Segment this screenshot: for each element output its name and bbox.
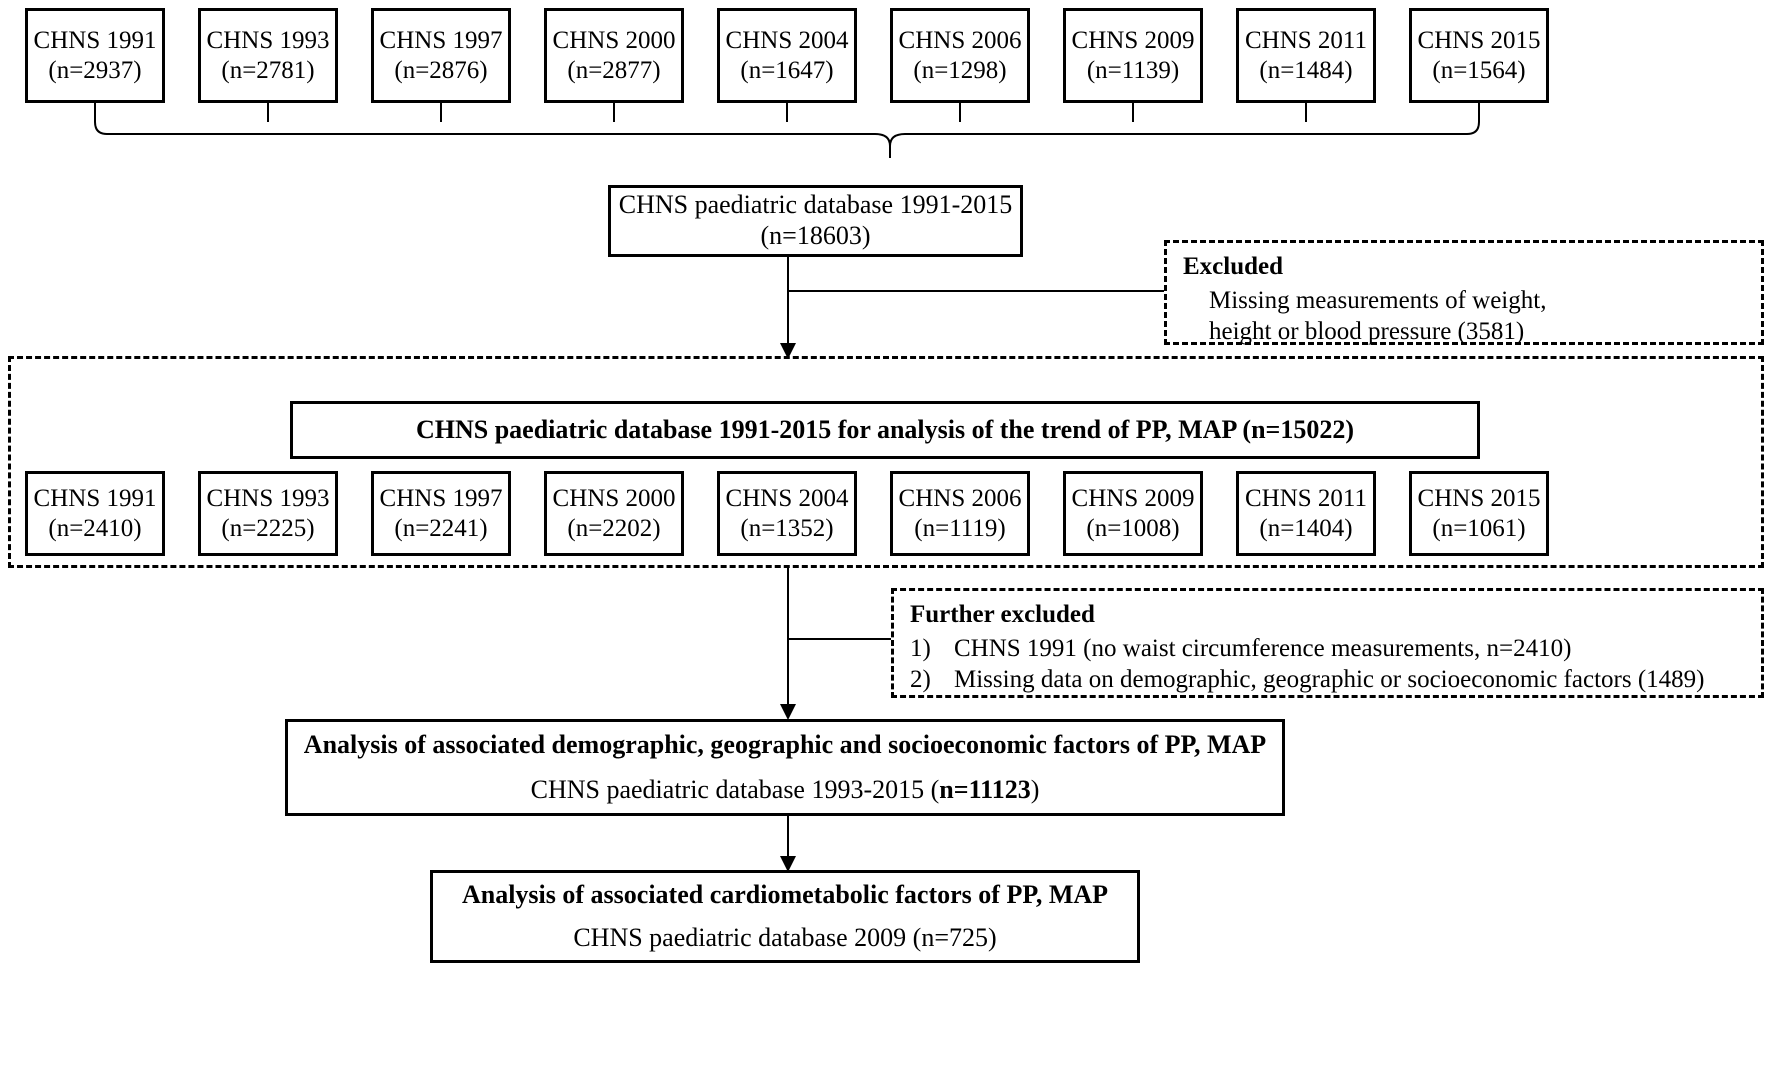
box-count: (n=2225) bbox=[221, 514, 315, 542]
top-row-box-1997: CHNS 1997 (n=2876) bbox=[371, 8, 511, 103]
box-count: (n=1119) bbox=[914, 514, 1006, 542]
pooled-line-2: (n=18603) bbox=[760, 221, 871, 250]
box-title: CHNS 2011 bbox=[1244, 485, 1367, 512]
box-title: CHNS 2000 bbox=[552, 485, 676, 512]
factors-analysis-box: Analysis of associated demographic, geog… bbox=[285, 719, 1285, 816]
trend-analysis-box: CHNS paediatric database 1991-2015 for a… bbox=[290, 401, 1480, 459]
item-1-marker: 1) bbox=[910, 634, 931, 662]
top-row-box-1991: CHNS 1991 (n=2937) bbox=[25, 8, 165, 103]
trend-row-box-1997: CHNS 1997 (n=2241) bbox=[371, 471, 511, 556]
pooled-database-box: CHNS paediatric database 1991-2015 (n=18… bbox=[608, 185, 1023, 257]
box-count: (n=1008) bbox=[1086, 514, 1180, 542]
factors-line-1: Analysis of associated demographic, geog… bbox=[303, 729, 1267, 759]
box-title: CHNS 2006 bbox=[898, 27, 1022, 54]
excluded-line-1: Missing measurements of weight, bbox=[1209, 286, 1547, 314]
connector-pooled-to-trend bbox=[787, 257, 789, 357]
box-count: (n=2410) bbox=[48, 514, 142, 542]
factors-line-2-prefix: CHNS paediatric database 1993-2015 ( bbox=[530, 774, 940, 804]
box-count: (n=2876) bbox=[394, 56, 488, 84]
trend-row-box-2015: CHNS 2015 (n=1061) bbox=[1409, 471, 1549, 556]
trend-analysis-text: CHNS paediatric database 1991-2015 for a… bbox=[415, 414, 1355, 444]
box-title: CHNS 1991 bbox=[33, 27, 157, 54]
further-excluded-item-1: 1) CHNS 1991 (no waist circumference mea… bbox=[910, 633, 1747, 665]
connector-trend-to-further-excluded bbox=[787, 638, 894, 640]
factors-line-2: CHNS paediatric database 1993-2015 (n=11… bbox=[531, 775, 1040, 806]
box-title: CHNS 1993 bbox=[206, 485, 330, 512]
connector-factors-to-cardiometabolic bbox=[787, 816, 789, 868]
item-2-marker: 2) bbox=[910, 666, 931, 693]
cardiometabolic-line-2: CHNS paediatric database 2009 (n=725) bbox=[573, 922, 997, 952]
box-title: CHNS 2004 bbox=[725, 485, 849, 512]
trend-row-box-1993: CHNS 1993 (n=2225) bbox=[198, 471, 338, 556]
top-row-merge-bracket bbox=[94, 103, 1480, 158]
item-1-text: CHNS 1991 (no waist circumference measur… bbox=[954, 634, 1572, 662]
arrow-pooled-to-trend bbox=[780, 343, 796, 359]
further-excluded-item-2: 2) Missing data on demographic, geograph… bbox=[910, 664, 1747, 696]
top-row-box-2004: CHNS 2004 (n=1647) bbox=[717, 8, 857, 103]
box-count: (n=2202) bbox=[567, 514, 661, 542]
trend-row-box-1991: CHNS 1991 (n=2410) bbox=[25, 471, 165, 556]
box-count: (n=1564) bbox=[1432, 56, 1526, 84]
box-count: (n=1139) bbox=[1086, 56, 1180, 84]
box-title: CHNS 2015 bbox=[1417, 27, 1541, 54]
box-title: CHNS 2009 bbox=[1071, 485, 1195, 512]
item-2-text: Missing data on demographic, geographic … bbox=[954, 666, 1705, 693]
arrow-trend-to-factors bbox=[780, 704, 796, 720]
top-row-box-2000: CHNS 2000 (n=2877) bbox=[544, 8, 684, 103]
trend-row-box-2011: CHNS 2011 (n=1404) bbox=[1236, 471, 1376, 556]
box-count: (n=2781) bbox=[221, 56, 315, 84]
box-title: CHNS 2011 bbox=[1244, 27, 1367, 54]
further-excluded-note-box: Further excluded 1) CHNS 1991 (no waist … bbox=[891, 588, 1764, 698]
box-count: (n=1484) bbox=[1259, 56, 1353, 84]
trend-row-box-2000: CHNS 2000 (n=2202) bbox=[544, 471, 684, 556]
cardiometabolic-analysis-box: Analysis of associated cardiometabolic f… bbox=[430, 870, 1140, 963]
further-excluded-title: Further excluded bbox=[910, 601, 1095, 628]
factors-line-2-suffix: ) bbox=[1030, 774, 1040, 804]
excluded-line-2: height or blood pressure (3581) bbox=[1209, 318, 1525, 345]
arrow-factors-to-cardiometabolic bbox=[780, 856, 796, 872]
box-count: (n=2877) bbox=[567, 56, 661, 84]
pooled-line-1: CHNS paediatric database 1991-2015 bbox=[618, 190, 1013, 220]
box-title: CHNS 1997 bbox=[379, 27, 503, 54]
box-title: CHNS 2006 bbox=[898, 485, 1022, 512]
box-count: (n=1647) bbox=[740, 56, 834, 84]
box-count: (n=1298) bbox=[913, 56, 1007, 84]
top-row-box-2006: CHNS 2006 (n=1298) bbox=[890, 8, 1030, 103]
trend-analysis-region bbox=[8, 356, 1764, 568]
excluded-note-box: Excluded Missing measurements of weight,… bbox=[1164, 240, 1764, 345]
box-count: (n=1061) bbox=[1432, 514, 1526, 542]
connector-trend-to-factors bbox=[787, 568, 789, 718]
box-title: CHNS 1997 bbox=[379, 485, 503, 512]
box-title: CHNS 2004 bbox=[725, 27, 849, 54]
top-row-box-2011: CHNS 2011 (n=1484) bbox=[1236, 8, 1376, 103]
box-count: (n=1404) bbox=[1259, 514, 1353, 542]
box-count: (n=2241) bbox=[394, 514, 488, 542]
trend-row-box-2009: CHNS 2009 (n=1008) bbox=[1063, 471, 1203, 556]
factors-line-2-bold: n=11123 bbox=[939, 774, 1031, 804]
top-row-box-2015: CHNS 2015 (n=1564) bbox=[1409, 8, 1549, 103]
box-count: (n=1352) bbox=[740, 514, 834, 542]
cardiometabolic-line-1: Analysis of associated cardiometabolic f… bbox=[461, 879, 1109, 909]
connector-pooled-to-excluded bbox=[787, 290, 1167, 292]
box-count: (n=2937) bbox=[48, 56, 142, 84]
top-row-box-1993: CHNS 1993 (n=2781) bbox=[198, 8, 338, 103]
box-title: CHNS 2000 bbox=[552, 27, 676, 54]
box-title: CHNS 1991 bbox=[33, 485, 157, 512]
box-title: CHNS 1993 bbox=[206, 27, 330, 54]
top-row-box-2009: CHNS 2009 (n=1139) bbox=[1063, 8, 1203, 103]
box-title: CHNS 2009 bbox=[1071, 27, 1195, 54]
trend-row-box-2006: CHNS 2006 (n=1119) bbox=[890, 471, 1030, 556]
trend-row-box-2004: CHNS 2004 (n=1352) bbox=[717, 471, 857, 556]
box-title: CHNS 2015 bbox=[1417, 485, 1541, 512]
excluded-title: Excluded bbox=[1183, 253, 1284, 280]
